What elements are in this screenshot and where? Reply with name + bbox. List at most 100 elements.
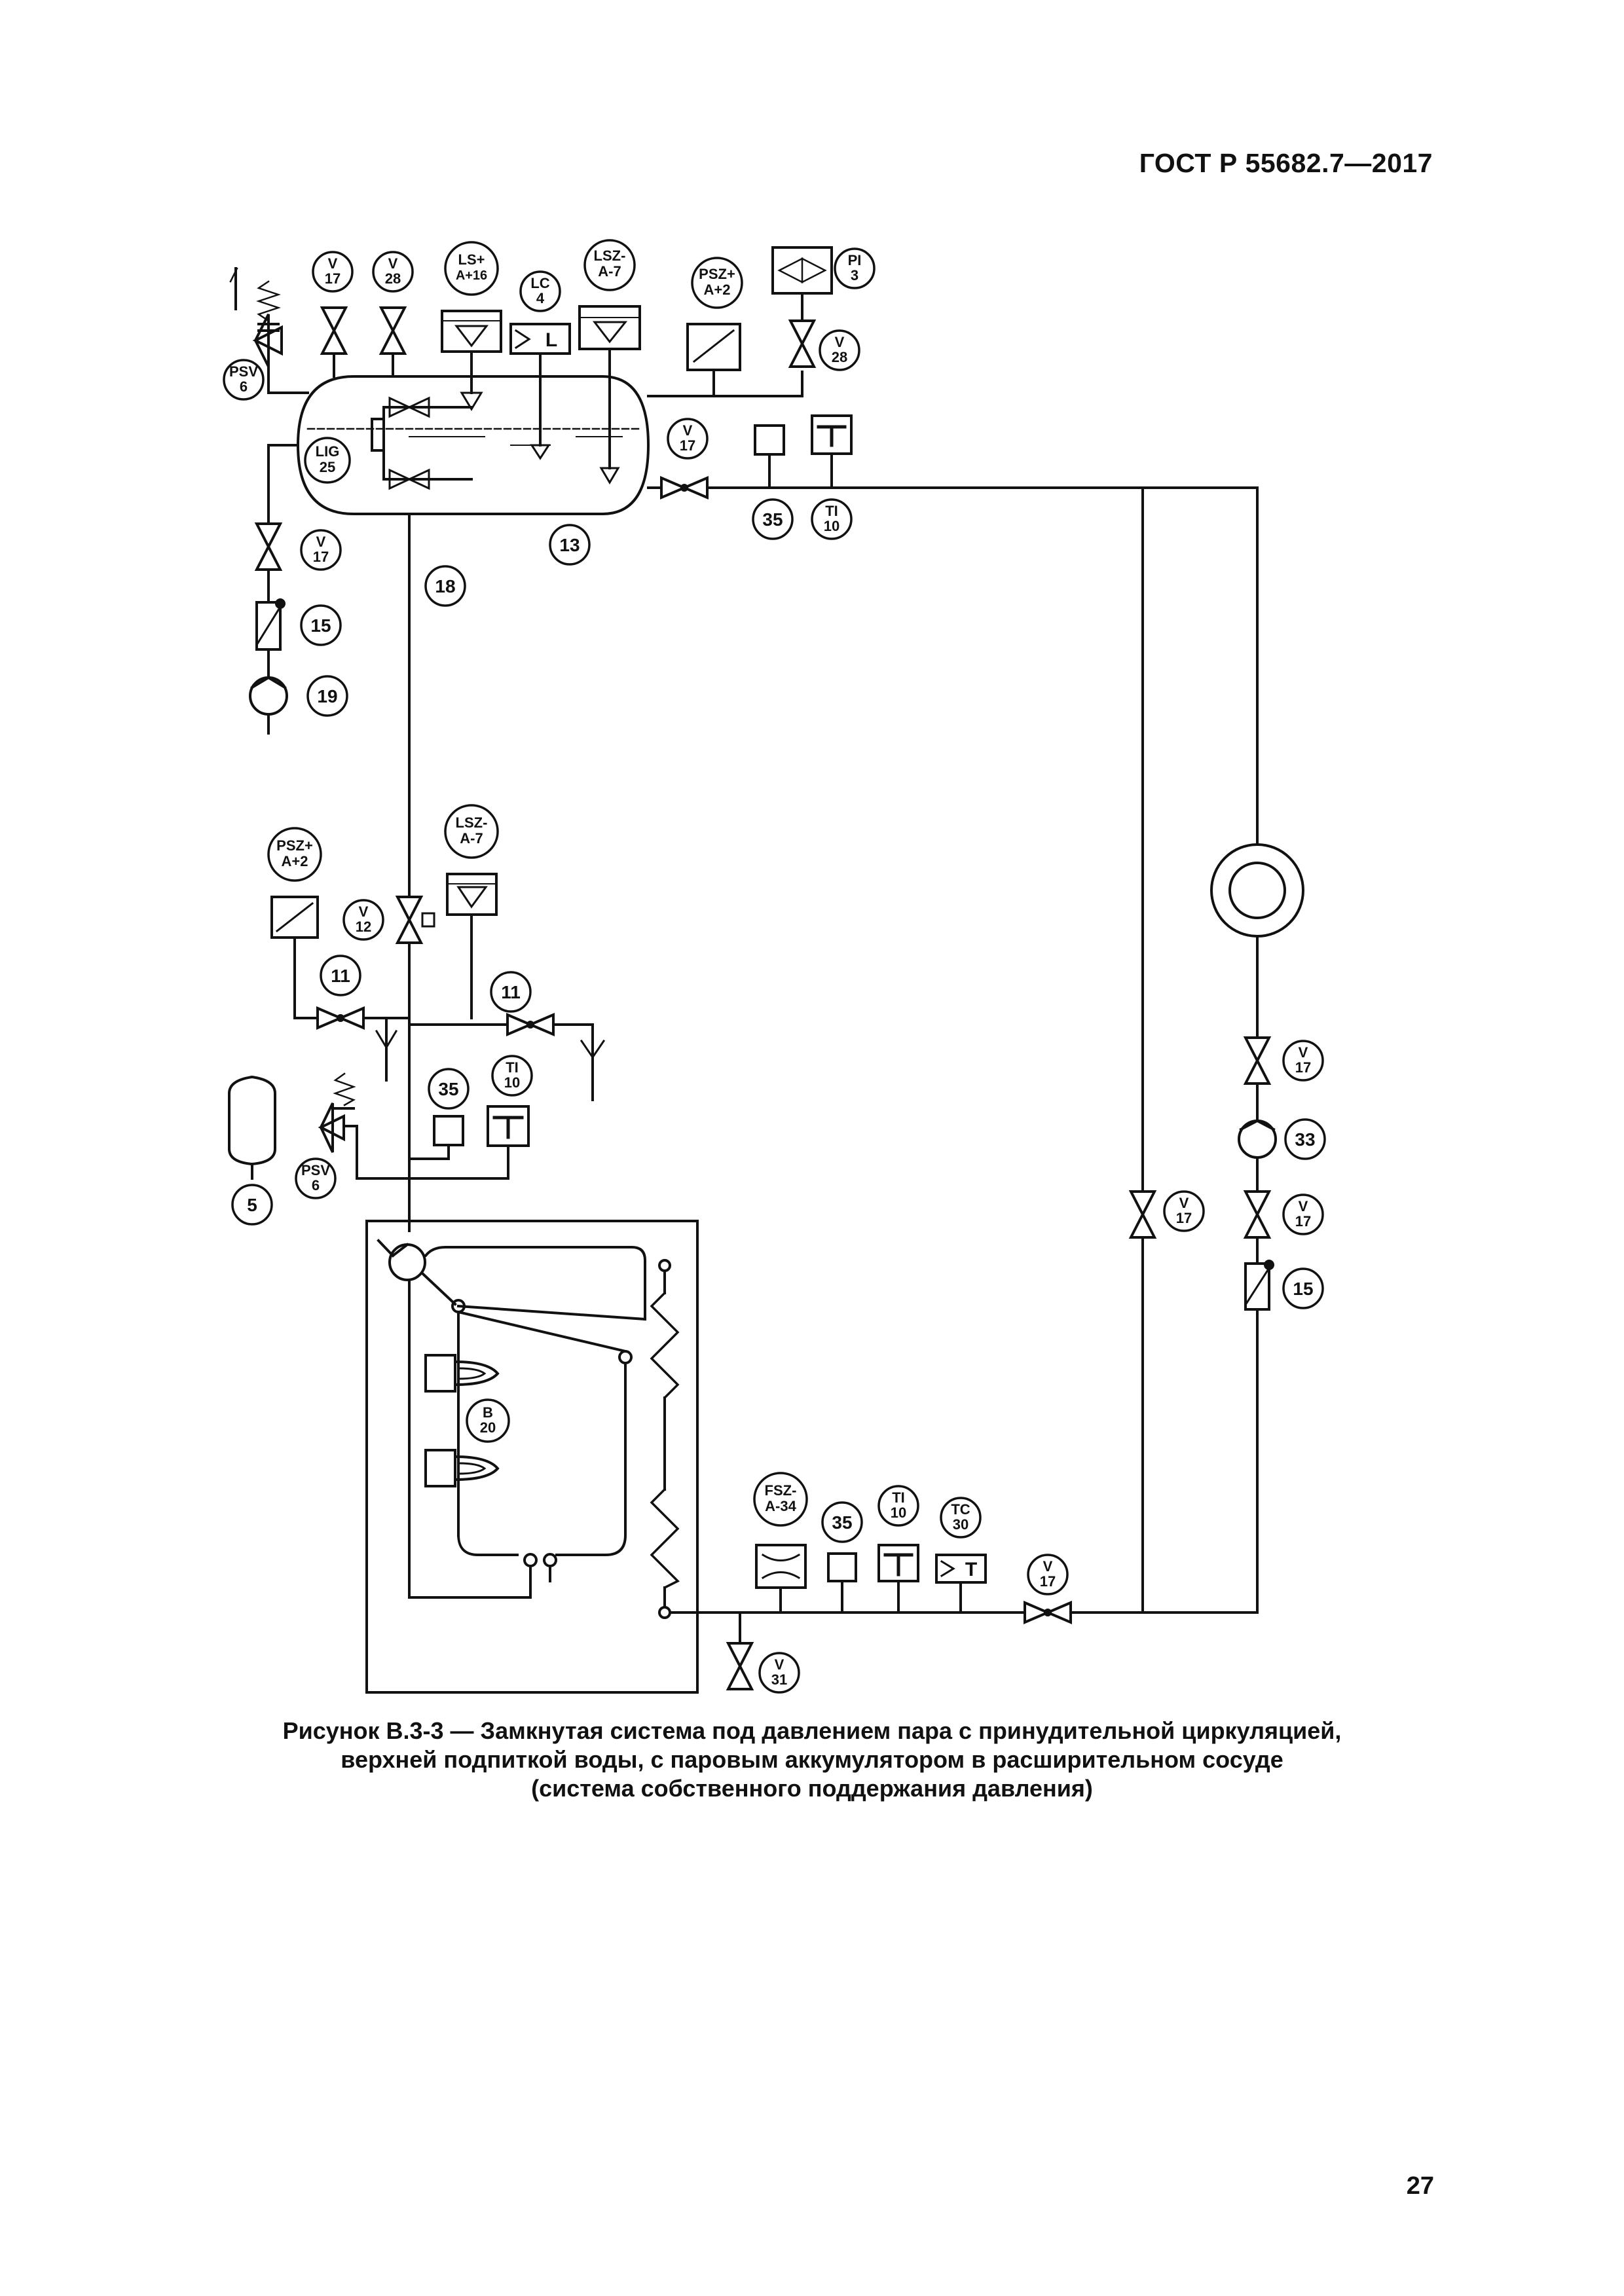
- svg-text:11: 11: [331, 966, 350, 986]
- level-controller-lc-box: [509, 323, 571, 355]
- svg-text:LC: LC: [530, 275, 549, 291]
- svg-text:A-34: A-34: [765, 1498, 796, 1514]
- svg-text:15: 15: [1293, 1279, 1313, 1299]
- tag-lig25: LIG 25: [304, 437, 351, 484]
- svg-text:V: V: [359, 903, 369, 920]
- svg-text:35: 35: [438, 1079, 458, 1099]
- svg-text:A-7: A-7: [460, 830, 483, 847]
- svg-text:25: 25: [320, 459, 335, 475]
- tag-5: 5: [231, 1184, 273, 1226]
- svg-text:30: 30: [953, 1516, 969, 1533]
- svg-text:35: 35: [762, 509, 783, 530]
- tag-11-left: 11: [320, 955, 361, 996]
- valve-v17-riser: [1128, 1190, 1157, 1239]
- svg-text:28: 28: [385, 270, 401, 287]
- heat-consumer-inner: [1228, 862, 1286, 919]
- tag-35-top: 35: [752, 498, 794, 540]
- svg-text:6: 6: [312, 1177, 320, 1194]
- svg-text:LS+: LS+: [458, 251, 485, 268]
- tag-v17-drum: V 17: [667, 418, 709, 460]
- tag-19: 19: [306, 675, 348, 717]
- lc-box-letter: L: [545, 329, 557, 351]
- tag-ls-top: LS+ A+16: [444, 241, 499, 296]
- tag-v17-top: V 17: [312, 251, 354, 293]
- svg-text:28: 28: [832, 349, 847, 365]
- svg-text:3: 3: [851, 267, 858, 283]
- svg-text:17: 17: [1295, 1059, 1311, 1076]
- level-gauge-lig: [371, 418, 385, 452]
- svg-text:B: B: [483, 1404, 493, 1421]
- tag-ti10-mid: TI 10: [491, 1055, 533, 1097]
- valve-v17-top: [320, 306, 348, 355]
- svg-text:17: 17: [1176, 1210, 1192, 1226]
- sensor-35-top-box: [754, 424, 785, 456]
- flow-switch-fsz-box: [755, 1544, 807, 1589]
- caption-line-3: (система собственного поддержания давлен…: [531, 1775, 1093, 1802]
- svg-text:A-7: A-7: [598, 263, 621, 280]
- tc-box-letter: T: [965, 1559, 977, 1580]
- caption-line-1: Рисунок В.3-3 — Замкнутая система под да…: [282, 1717, 1342, 1744]
- valve-v31: [726, 1642, 754, 1690]
- svg-text:17: 17: [325, 270, 341, 287]
- svg-text:A+2: A+2: [704, 282, 731, 298]
- svg-text:17: 17: [680, 437, 695, 454]
- boiler-enclosure: [365, 1220, 699, 1694]
- svg-text:LSZ-: LSZ-: [456, 814, 488, 831]
- caption-line-2: верхней подпиткой воды, с паровым аккуму…: [341, 1746, 1283, 1773]
- svg-text:LIG: LIG: [316, 443, 340, 460]
- tag-13: 13: [549, 524, 591, 566]
- burner-upper: [424, 1354, 456, 1393]
- svg-text:15: 15: [310, 615, 331, 636]
- level-switch-lsz-mid-box: [446, 873, 498, 916]
- svg-text:17: 17: [1295, 1213, 1311, 1230]
- svg-text:V: V: [835, 334, 845, 350]
- tag-lsz-top: LSZ- A-7: [583, 239, 636, 291]
- tag-33: 33: [1284, 1118, 1326, 1160]
- tag-lc4: LC 4: [519, 270, 561, 312]
- tag-lsz-mid: LSZ- A-7: [444, 804, 499, 859]
- accumulator-vessel-5: [228, 1075, 276, 1166]
- tag-15-right: 15: [1282, 1267, 1324, 1309]
- svg-text:20: 20: [480, 1419, 496, 1436]
- tag-v28-pi: V 28: [819, 329, 860, 371]
- svg-text:35: 35: [832, 1512, 852, 1533]
- pump-19: [249, 676, 288, 716]
- svg-text:A+16: A+16: [456, 268, 487, 283]
- tag-15-left: 15: [300, 604, 342, 646]
- svg-text:12: 12: [356, 919, 371, 935]
- svg-text:PSZ+: PSZ+: [276, 837, 313, 854]
- process-flow-diagram: PSV 6 V 17 V 28 LS+ A+16 LC 4 LSZ- A-7 P…: [223, 239, 1326, 1694]
- svg-text:31: 31: [771, 1671, 787, 1688]
- svg-text:13: 13: [559, 535, 580, 555]
- svg-text:5: 5: [247, 1195, 257, 1215]
- svg-text:10: 10: [824, 518, 840, 534]
- tag-b20: B 20: [466, 1398, 510, 1443]
- svg-text:V: V: [388, 255, 398, 272]
- svg-text:FSZ-: FSZ-: [765, 1482, 797, 1499]
- tag-psz-mid: PSZ+ A+2: [267, 827, 322, 882]
- svg-text:17: 17: [1040, 1573, 1056, 1590]
- valve-v17-left: [254, 522, 283, 571]
- svg-text:TI: TI: [506, 1059, 519, 1076]
- svg-text:17: 17: [313, 549, 329, 565]
- boiler-circulation-pump: [388, 1243, 426, 1281]
- burner-lower: [424, 1449, 456, 1487]
- svg-text:V: V: [316, 534, 326, 550]
- svg-text:LSZ-: LSZ-: [594, 247, 626, 264]
- svg-text:19: 19: [317, 686, 337, 706]
- tag-v17-left: V 17: [300, 529, 342, 571]
- svg-text:PSV: PSV: [229, 363, 258, 380]
- svg-text:V: V: [1299, 1198, 1308, 1214]
- valve-v28-top: [378, 306, 407, 355]
- tag-v12: V 12: [342, 899, 384, 941]
- svg-text:TI: TI: [825, 503, 838, 519]
- svg-text:PSV: PSV: [301, 1162, 330, 1178]
- svg-text:V: V: [775, 1656, 784, 1673]
- svg-text:V: V: [1299, 1044, 1308, 1061]
- temperature-controller-tc-box: [935, 1554, 987, 1584]
- tag-psv6-mid: PSV 6: [295, 1157, 337, 1199]
- svg-text:A+2: A+2: [282, 853, 308, 869]
- tag-v17-riser: V 17: [1163, 1190, 1205, 1232]
- svg-text:PI: PI: [848, 252, 862, 268]
- tag-fsz34: FSZ- A-34: [753, 1472, 808, 1527]
